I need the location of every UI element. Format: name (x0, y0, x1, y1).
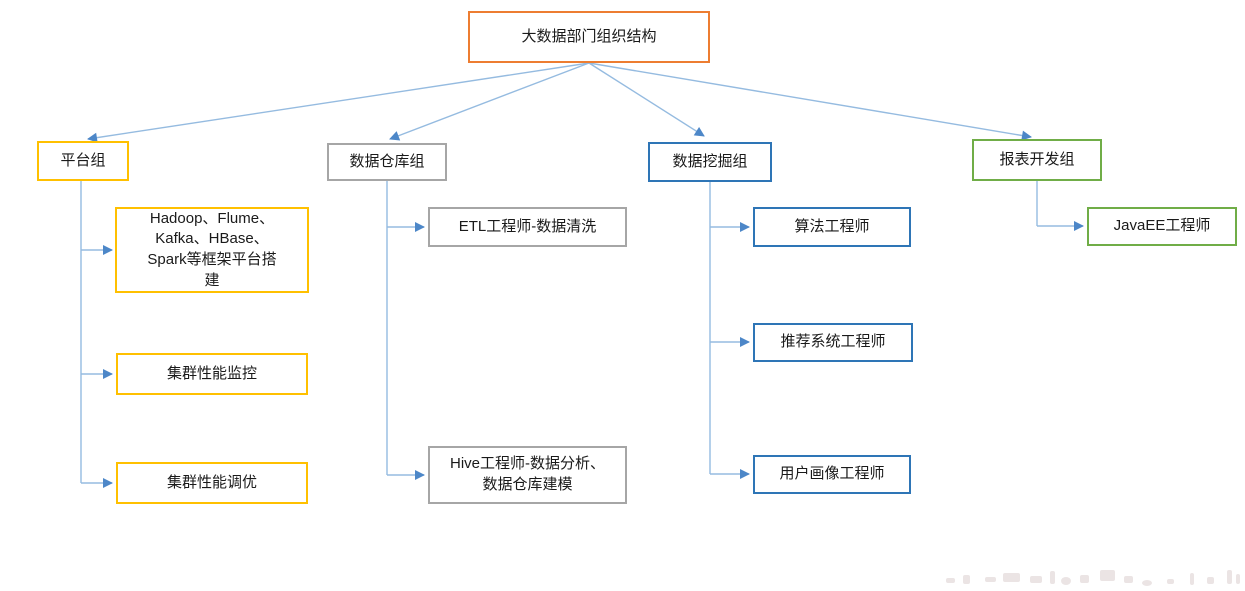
child-node-label: 集群性能监控 (166, 364, 257, 382)
group-node-label: 数据挖掘组 (672, 152, 748, 170)
child-node-etl-engineer: ETL工程师-数据清洗 (428, 207, 627, 247)
connector-group (80, 62, 1084, 488)
root-node: 大数据部门组织结构 (468, 11, 710, 63)
connector-root-report (588, 62, 1032, 141)
child-node-label: 算法工程师 (794, 217, 870, 235)
watermark (946, 570, 1240, 586)
child-node-user-profile-engineer: 用户画像工程师 (753, 455, 911, 494)
child-node-label: JavaEE工程师 (1113, 217, 1211, 235)
child-node-label: Hive工程师-数据分析、 数据仓库建模 (449, 455, 605, 493)
connector-root-warehouse (389, 62, 590, 141)
child-node-algorithm-engineer: 算法工程师 (753, 207, 911, 247)
group-node-data-warehouse: 数据仓库组 (327, 143, 447, 181)
group-node-label: 平台组 (60, 151, 106, 169)
child-node-recommendation-engineer: 推荐系统工程师 (753, 323, 913, 362)
child-node-label: 用户画像工程师 (779, 465, 885, 483)
child-node-javaee-engineer: JavaEE工程师 (1087, 207, 1237, 246)
connector-root-platform (87, 62, 590, 143)
root-node-label: 大数据部门组织结构 (521, 27, 657, 45)
child-node-cluster-tuning: 集群性能调优 (116, 462, 308, 504)
child-node-label: 推荐系统工程师 (780, 333, 886, 351)
group-node-data-mining: 数据挖掘组 (648, 142, 772, 182)
group-node-report-dev: 报表开发组 (972, 139, 1102, 181)
child-node-hadoop-frameworks: Hadoop、Flume、 Kafka、HBase、 Spark等框架平台搭 建 (115, 207, 309, 293)
group-node-platform: 平台组 (37, 141, 129, 181)
child-node-label: Hadoop、Flume、 Kafka、HBase、 Spark等框架平台搭 建 (147, 209, 277, 289)
child-node-hive-engineer: Hive工程师-数据分析、 数据仓库建模 (428, 446, 627, 504)
connector-root-mining (588, 62, 705, 137)
child-node-cluster-monitoring: 集群性能监控 (116, 353, 308, 395)
child-node-label: ETL工程师-数据清洗 (458, 217, 597, 235)
group-node-label: 报表开发组 (999, 150, 1075, 168)
child-node-label: 集群性能调优 (166, 473, 257, 491)
group-node-label: 数据仓库组 (349, 152, 425, 170)
